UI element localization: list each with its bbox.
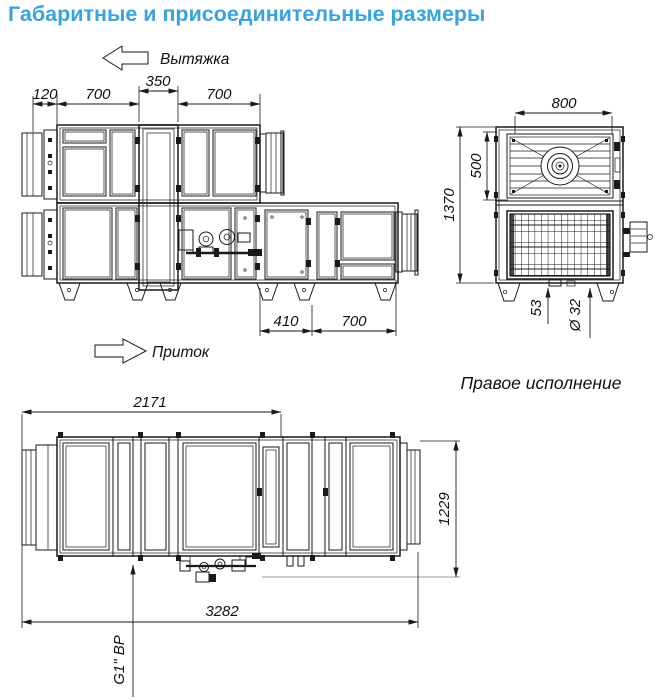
exhaust-label: Вытяжка: [160, 51, 230, 68]
dim-plan-depth: 1229: [262, 440, 460, 578]
supply-label: Приток: [152, 344, 210, 361]
dim-label: 800: [551, 95, 577, 112]
page-title: Габаритные и присоединительные размеры: [8, 2, 486, 26]
dim-side-total-height: 1370: [441, 126, 495, 284]
dim-front-section3: 410: [259, 288, 313, 336]
valve-assembly-front: [178, 229, 262, 257]
supply-inlet-duct-left-bottom: [21, 209, 58, 280]
dim-plan-body-length: 2171: [21, 394, 282, 628]
plan-duct-left: [21, 444, 58, 551]
dim-side-width: 800: [514, 95, 613, 134]
dim-front-recuperator: 350: [138, 73, 179, 122]
plan-unit-body: [56, 432, 401, 561]
dim-label: 700: [341, 313, 367, 330]
dim-label: 700: [85, 86, 111, 103]
supply-outlet-duct-right-bottom: [395, 209, 419, 276]
dim-label: 350: [145, 73, 171, 90]
dim-label: 120: [32, 86, 58, 103]
pipe-connection-callout: G1" ВР: [111, 564, 136, 697]
door-hinges: [614, 142, 621, 189]
dim-label: 700: [206, 86, 232, 103]
supply-arrow-icon: [94, 338, 148, 364]
exhaust-arrow-icon: [102, 45, 149, 71]
dim-front-section1: 700: [56, 86, 140, 124]
front-view-feet: [58, 282, 397, 301]
dim-front-section2: 700: [177, 86, 261, 124]
dim-label: 53: [528, 299, 545, 316]
fan-intake-grille: [506, 133, 614, 199]
recuperator-section: [138, 124, 179, 291]
exhaust-inlet-duct-right-top: [259, 130, 285, 196]
valve-assembly-plan: [179, 553, 305, 583]
side-view-drawing: 800 500 1370: [441, 95, 653, 393]
dim-side-drain-offset: 53: [528, 287, 551, 324]
dim-label: 500: [468, 153, 485, 179]
dim-label: 1229: [436, 492, 453, 526]
dim-front-section4: 700: [311, 280, 397, 336]
dim-side-drain-diameter: Ø 32: [567, 287, 593, 338]
orientation-note: Правое исполнение: [460, 373, 621, 393]
dim-label: 1370: [441, 188, 458, 222]
dim-front-flange: 120: [32, 86, 58, 132]
damper-actuator: [623, 221, 653, 257]
plan-duct-right: [399, 442, 421, 551]
pipe-connection-label: G1" ВР: [111, 635, 128, 685]
dim-label: 2171: [132, 394, 166, 411]
front-unit-body: [56, 124, 399, 291]
dim-side-fan-height: 500: [468, 131, 508, 201]
dim-plan-total-length: 3282: [21, 552, 419, 628]
dim-label: 410: [273, 313, 299, 330]
side-view-feet: [497, 279, 620, 302]
dim-label: Ø 32: [567, 298, 584, 332]
heat-exchanger-coil: [506, 210, 614, 280]
plan-view-drawing: 2171: [21, 394, 460, 697]
front-view-drawing: Вытяжка 350 120 700 700: [21, 45, 419, 364]
exhaust-outlet-duct-left-top: [21, 129, 58, 200]
dim-label: 3282: [205, 603, 239, 620]
